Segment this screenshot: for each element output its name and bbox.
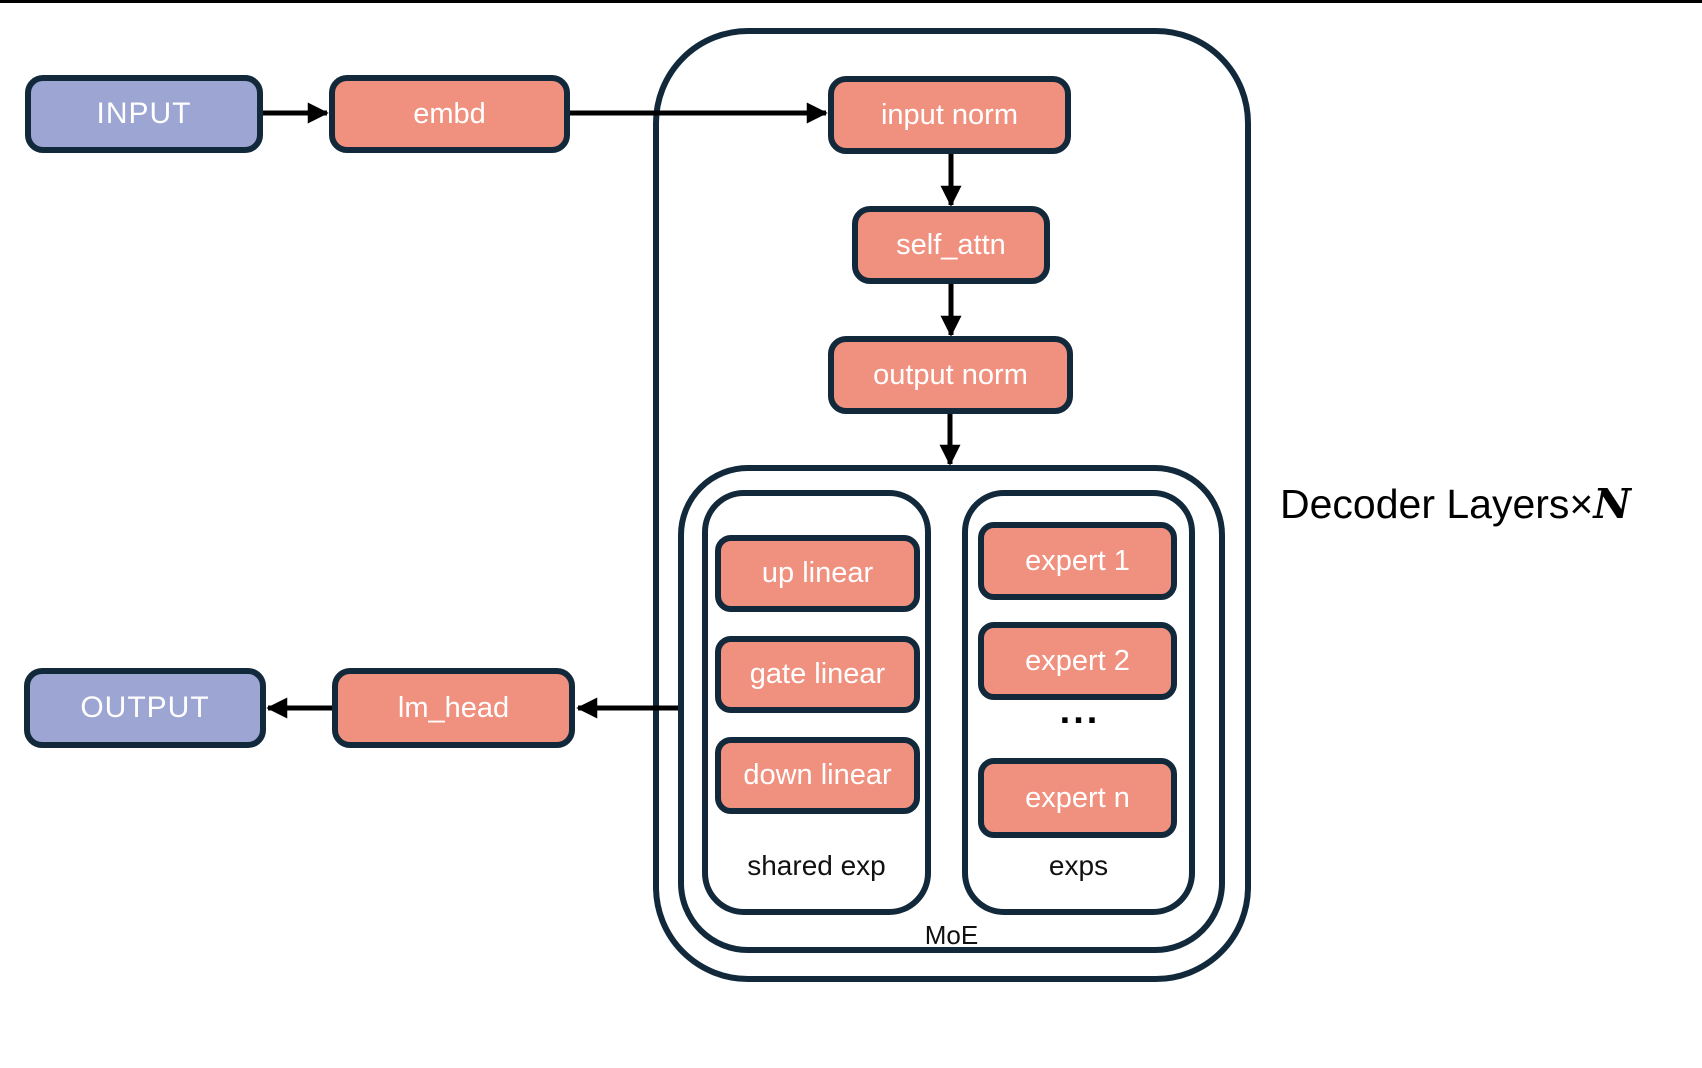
- exps-group-box: [962, 490, 1195, 915]
- output-norm-node: output norm: [828, 336, 1073, 414]
- expert-n-node: expert n: [978, 758, 1177, 838]
- lm-head-node: lm_head: [332, 668, 575, 748]
- expert-2-node: expert 2: [978, 622, 1177, 700]
- up-linear-node: up linear: [715, 535, 920, 612]
- shared-exp-group-box: [702, 490, 931, 915]
- input-norm-node: input norm: [828, 76, 1071, 154]
- top-edge-line: [0, 0, 1702, 3]
- decoder-layers-count-variable: N: [1593, 480, 1631, 528]
- exps-label: exps: [1048, 850, 1109, 881]
- moe-group-box: [678, 465, 1225, 953]
- output-node: OUTPUT: [24, 668, 266, 748]
- self-attn-node: self_attn: [852, 206, 1050, 284]
- decoder-layers-group-box: [653, 28, 1251, 982]
- gate-linear-node: gate linear: [715, 636, 920, 713]
- decoder-layers-label: Decoder Layers×N: [1280, 484, 1631, 525]
- moe-label: MoE: [924, 920, 979, 950]
- expert-1-node: expert 1: [978, 522, 1177, 600]
- decoder-layers-label-text: Decoder Layers×: [1280, 481, 1594, 527]
- experts-ellipsis: ...: [1059, 690, 1101, 732]
- down-linear-node: down linear: [715, 737, 920, 814]
- embd-node: embd: [329, 75, 570, 153]
- shared-exp-label: shared exp: [747, 850, 886, 881]
- input-node: INPUT: [25, 75, 263, 153]
